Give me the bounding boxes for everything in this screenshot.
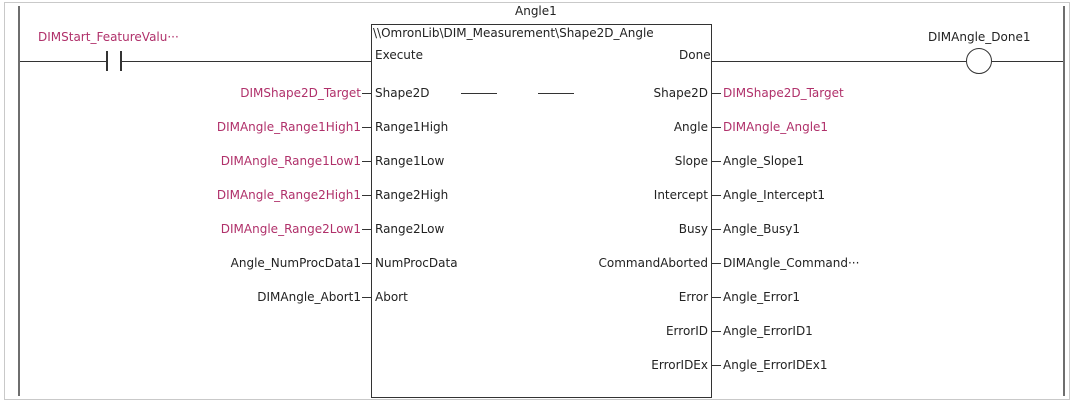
output-variable[interactable]: Angle_Intercept1 xyxy=(723,188,825,202)
output-wire xyxy=(712,161,721,162)
input-variable[interactable]: Angle_NumProcData1 xyxy=(230,256,361,270)
output-variable[interactable]: Angle_ErrorID1 xyxy=(723,324,813,338)
input-wire xyxy=(362,93,371,94)
coil-variable-label[interactable]: DIMAngle_Done1 xyxy=(928,30,1031,44)
output-variable[interactable]: Angle_Slope1 xyxy=(723,154,805,168)
output-variable[interactable]: DIMShape2D_Target xyxy=(723,86,844,100)
rung-wire-left xyxy=(20,61,106,62)
input-variable[interactable]: DIMAngle_Range2Low1 xyxy=(220,222,361,236)
output-variable[interactable]: Angle_Busy1 xyxy=(723,222,800,236)
output-pin-label: Slope xyxy=(674,154,708,168)
output-variable[interactable]: Angle_Error1 xyxy=(723,290,801,304)
inout-link-right xyxy=(538,93,574,94)
output-wire xyxy=(712,93,721,94)
input-pin-label: Range2High xyxy=(375,188,449,202)
output-wire xyxy=(712,229,721,230)
input-wire xyxy=(362,195,371,196)
input-variable[interactable]: DIMAngle_Abort1 xyxy=(257,290,361,304)
output-wire xyxy=(712,297,721,298)
output-wire xyxy=(712,263,721,264)
output-pin-label: ErrorIDEx xyxy=(651,358,708,372)
rung-wire-to-block xyxy=(122,61,371,62)
input-pin-label: Range1Low xyxy=(375,154,445,168)
contact-left-bar[interactable] xyxy=(106,51,108,71)
input-pin-label: NumProcData xyxy=(375,256,458,270)
output-wire xyxy=(712,127,721,128)
rung-wire-coil-to-rail xyxy=(992,61,1063,62)
right-power-rail xyxy=(1063,6,1065,396)
output-pin-label: Angle xyxy=(673,120,708,134)
input-variable[interactable]: DIMAngle_Range2High1 xyxy=(216,188,361,202)
input-variable[interactable]: DIMAngle_Range1Low1 xyxy=(220,154,361,168)
block-type-path: \\OmronLib\DIM_Measurement\Shape2D_Angle xyxy=(373,26,654,40)
inout-link-left xyxy=(461,93,497,94)
output-wire xyxy=(712,331,721,332)
output-pin-label: CommandAborted xyxy=(598,256,708,270)
block-instance-name[interactable]: Angle1 xyxy=(515,4,557,18)
output-variable[interactable]: Angle_ErrorIDEx1 xyxy=(723,358,828,372)
contact-variable-label[interactable]: DIMStart_FeatureValu··· xyxy=(38,30,179,44)
pin-execute: Execute xyxy=(375,48,423,62)
output-wire xyxy=(712,195,721,196)
input-pin-label: Range1High xyxy=(375,120,449,134)
left-power-rail xyxy=(18,6,20,396)
rung-wire-to-coil xyxy=(712,61,966,62)
output-variable[interactable]: DIMAngle_Command··· xyxy=(723,256,860,270)
input-wire xyxy=(362,297,371,298)
input-variable[interactable]: DIMShape2D_Target xyxy=(240,86,361,100)
output-pin-label: Intercept xyxy=(653,188,708,202)
output-pin-label: ErrorID xyxy=(665,324,708,338)
input-wire xyxy=(362,229,371,230)
input-variable[interactable]: DIMAngle_Range1High1 xyxy=(216,120,361,134)
output-pin-label: Shape2D xyxy=(653,86,708,100)
input-wire xyxy=(362,161,371,162)
output-pin-label: Error xyxy=(678,290,708,304)
input-wire xyxy=(362,263,371,264)
output-wire xyxy=(712,365,721,366)
input-wire xyxy=(362,127,371,128)
input-pin-label: Range2Low xyxy=(375,222,445,236)
output-pin-label: Busy xyxy=(678,222,708,236)
input-pin-label: Shape2D xyxy=(375,86,430,100)
contact-right-bar[interactable] xyxy=(120,51,122,71)
output-variable[interactable]: DIMAngle_Angle1 xyxy=(723,120,829,134)
coil-icon[interactable] xyxy=(966,48,992,74)
function-block[interactable] xyxy=(371,24,712,398)
pin-done: Done xyxy=(679,48,711,62)
input-pin-label: Abort xyxy=(375,290,408,304)
